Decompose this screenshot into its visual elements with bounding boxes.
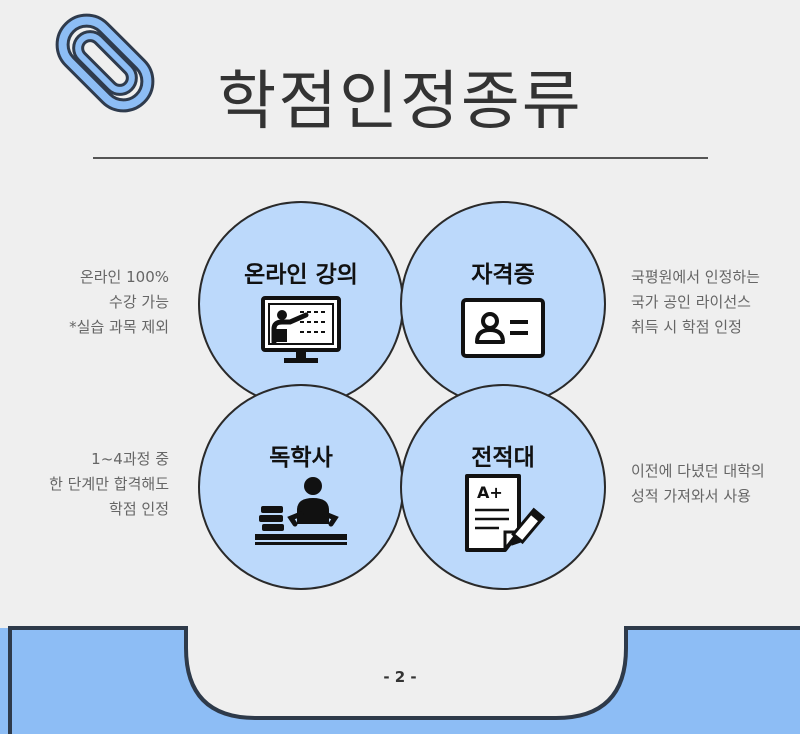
description-line: 국평원에서 인정하는	[631, 268, 760, 286]
bottom-decorative-band	[0, 626, 800, 734]
graded-paper-icon: A+	[465, 474, 545, 552]
transfer-description: 이전에 다녔던 대학의 성적 가져와서 사용	[631, 459, 765, 509]
svg-text:A+: A+	[477, 483, 503, 502]
description-line: 수강 가능	[109, 293, 169, 311]
description-line: 한 단계만 합격해도	[49, 475, 169, 493]
circle-label: 전적대	[471, 445, 535, 471]
teacher-at-screen-icon	[261, 296, 341, 363]
id-card-icon	[461, 298, 545, 358]
page-number: - 2 -	[383, 668, 417, 686]
description-line: 1~4과정 중	[91, 450, 169, 468]
description-line: 국가 공인 라이선스	[631, 293, 751, 311]
student-studying-icon	[255, 477, 347, 545]
description-line: 학점 인정	[109, 500, 169, 518]
circle-label: 온라인 강의	[244, 262, 358, 288]
self-study-description: 1~4과정 중 한 단계만 합격해도 학점 인정	[49, 447, 169, 522]
description-line: 온라인 100%	[79, 268, 169, 286]
transfer-credit-circle: 전적대 A+	[400, 384, 606, 590]
online-lecture-circle: 온라인 강의	[198, 201, 404, 407]
circle-label: 자격증	[471, 262, 535, 288]
description-line: *실습 과목 제외	[69, 318, 169, 336]
circle-label: 독학사	[269, 445, 333, 471]
paperclip-icon	[55, 13, 155, 113]
description-line: 성적 가져와서 사용	[631, 487, 751, 505]
description-line: 취득 시 학점 인정	[631, 318, 742, 336]
self-study-degree-circle: 독학사	[198, 384, 404, 590]
title-divider	[93, 157, 708, 159]
certificate-description: 국평원에서 인정하는 국가 공인 라이선스 취득 시 학점 인정	[631, 265, 760, 340]
online-description: 온라인 100% 수강 가능 *실습 과목 제외	[69, 265, 169, 340]
page-title: 학점인정종류	[217, 65, 583, 139]
description-line: 이전에 다녔던 대학의	[631, 462, 765, 480]
certificate-circle: 자격증	[400, 201, 606, 407]
